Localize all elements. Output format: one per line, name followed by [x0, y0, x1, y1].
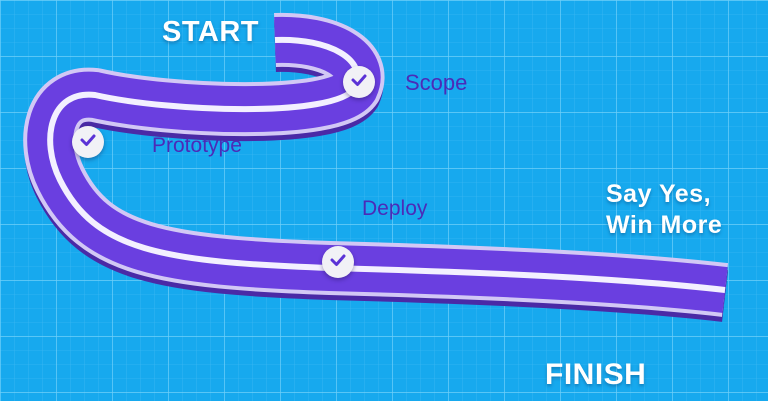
prototype-label: Prototype	[152, 134, 242, 157]
scope-checkpoint	[343, 66, 375, 98]
checkmark-icon	[79, 131, 97, 154]
start-label: START	[162, 16, 260, 48]
checkmark-icon	[350, 71, 368, 94]
prototype-checkpoint	[72, 126, 104, 158]
finish-label: FINISH	[545, 358, 647, 391]
deploy-label: Deploy	[362, 197, 428, 220]
tagline-line-2: Win More	[606, 211, 723, 239]
tagline-line-1: Say Yes,	[606, 180, 712, 208]
checkmark-icon	[329, 251, 347, 274]
scope-label: Scope	[405, 70, 468, 95]
deploy-checkpoint	[322, 246, 354, 278]
